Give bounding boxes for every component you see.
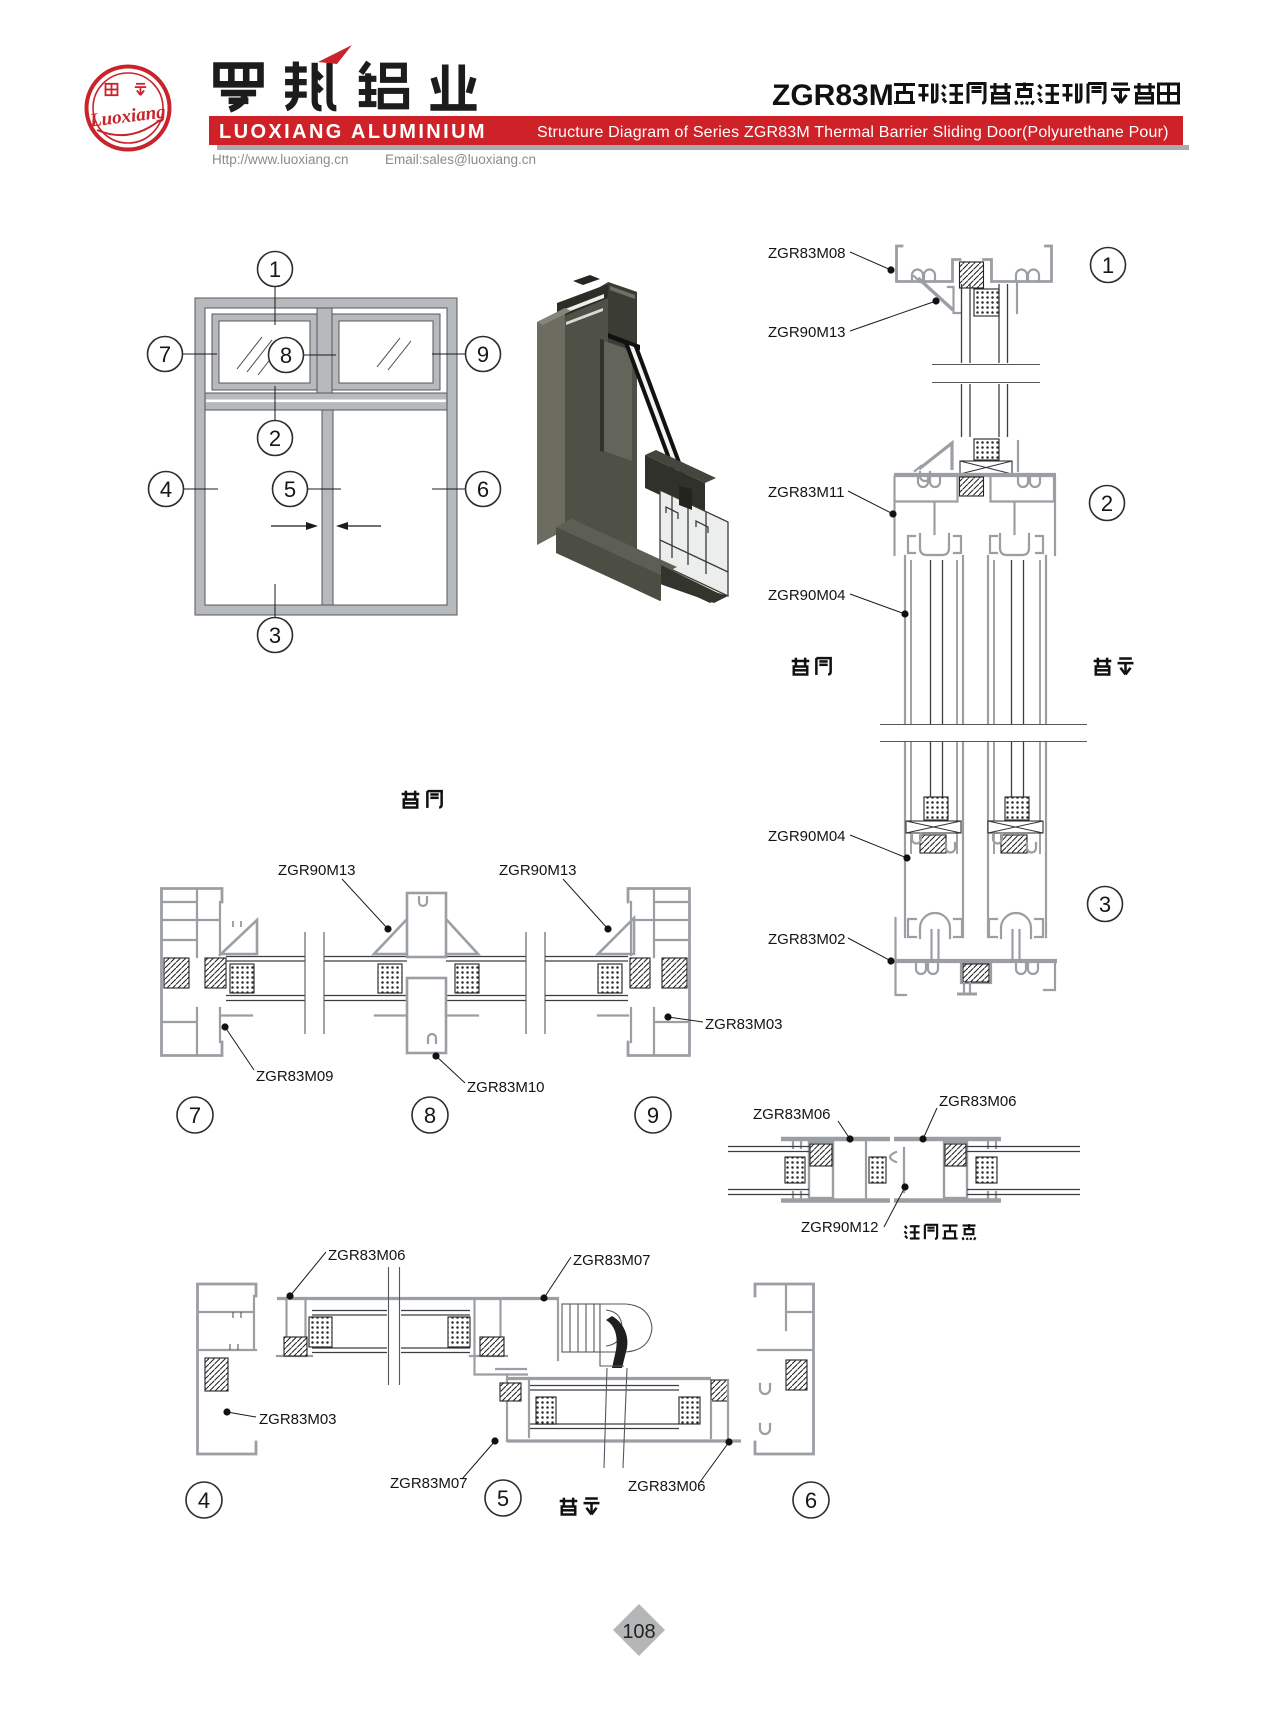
svg-text:6: 6 xyxy=(477,477,489,502)
svg-text:ZGR90M04: ZGR90M04 xyxy=(768,828,846,845)
svg-text:ZGR83M08: ZGR83M08 xyxy=(768,245,846,262)
svg-text:Luoxiang: Luoxiang xyxy=(88,101,167,131)
svg-text:ZGR83M06: ZGR83M06 xyxy=(939,1093,1017,1110)
svg-text:2: 2 xyxy=(269,426,281,451)
svg-text:9: 9 xyxy=(647,1103,659,1128)
svg-text:Email:sales@luoxiang.cn: Email:sales@luoxiang.cn xyxy=(385,152,536,167)
svg-text:ZGR83M09: ZGR83M09 xyxy=(256,1068,334,1085)
svg-text:5: 5 xyxy=(497,1486,509,1511)
svg-text:3: 3 xyxy=(269,623,281,648)
svg-text:ZGR90M13: ZGR90M13 xyxy=(499,862,577,879)
svg-text:3: 3 xyxy=(1099,892,1111,917)
svg-text:8: 8 xyxy=(280,343,292,368)
svg-text:ZGR83M03: ZGR83M03 xyxy=(705,1016,783,1033)
svg-text:ZGR83M07: ZGR83M07 xyxy=(390,1475,468,1492)
svg-text:5: 5 xyxy=(284,477,296,502)
svg-text:1: 1 xyxy=(1102,253,1114,278)
svg-text:ZGR83M06: ZGR83M06 xyxy=(328,1247,406,1264)
svg-text:108: 108 xyxy=(622,1621,655,1643)
svg-text:ZGR83M02: ZGR83M02 xyxy=(768,931,846,948)
svg-text:LUOXIANG ALUMINIUM: LUOXIANG ALUMINIUM xyxy=(219,121,487,143)
svg-text:Structure Diagram of Series ZG: Structure Diagram of Series ZGR83M Therm… xyxy=(537,124,1169,141)
svg-text:9: 9 xyxy=(477,342,489,367)
svg-text:6: 6 xyxy=(805,1488,817,1513)
svg-text:ZGR83M11: ZGR83M11 xyxy=(768,484,844,501)
svg-text:ZGR83M06: ZGR83M06 xyxy=(628,1478,706,1495)
svg-text:ZGR83M: ZGR83M xyxy=(772,79,894,112)
svg-text:ZGR90M13: ZGR90M13 xyxy=(768,324,846,341)
svg-text:ZGR90M04: ZGR90M04 xyxy=(768,587,846,604)
svg-text:7: 7 xyxy=(159,342,171,367)
svg-text:8: 8 xyxy=(424,1103,436,1128)
svg-text:1: 1 xyxy=(269,257,281,282)
svg-text:ZGR83M06: ZGR83M06 xyxy=(753,1106,831,1123)
svg-text:ZGR90M13: ZGR90M13 xyxy=(278,862,356,879)
svg-text:7: 7 xyxy=(189,1103,201,1128)
svg-text:Http://www.luoxiang.cn: Http://www.luoxiang.cn xyxy=(212,152,349,167)
svg-text:ZGR83M10: ZGR83M10 xyxy=(467,1079,545,1096)
svg-text:ZGR83M03: ZGR83M03 xyxy=(259,1411,337,1428)
svg-text:ZGR83M07: ZGR83M07 xyxy=(573,1252,651,1269)
svg-text:ZGR90M12: ZGR90M12 xyxy=(801,1219,879,1236)
svg-text:4: 4 xyxy=(160,477,172,502)
svg-text:2: 2 xyxy=(1101,491,1113,516)
svg-text:4: 4 xyxy=(198,1488,210,1513)
